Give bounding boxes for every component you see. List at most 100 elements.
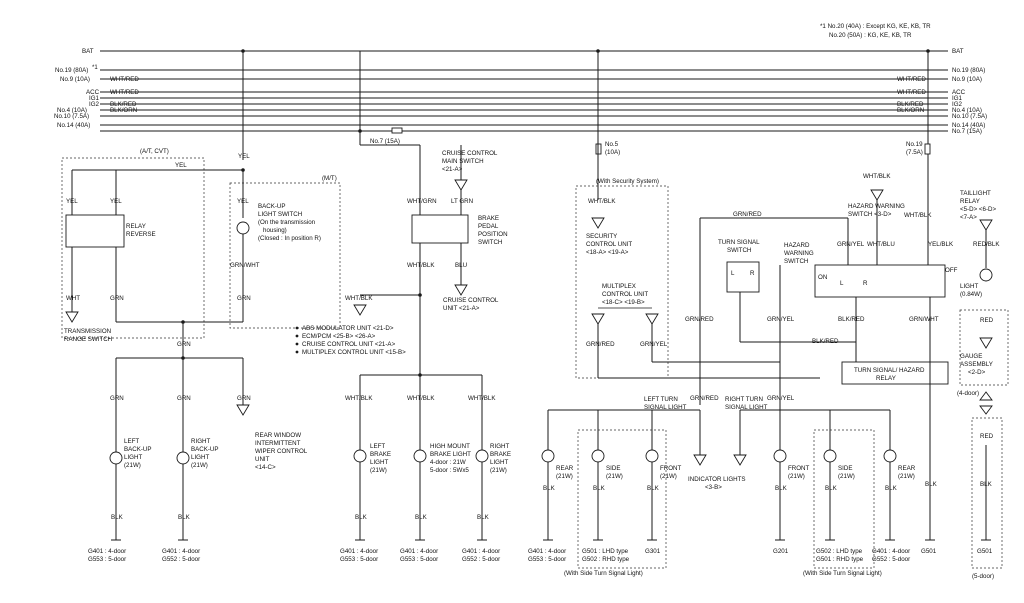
- wire-grn-j: GRN: [177, 341, 191, 348]
- backup-sw-label1: BACK-UP: [258, 203, 286, 210]
- right-bus-labels: BAT No.19 (80A) No.9 (10A) WHT/RED ACC W…: [897, 48, 987, 135]
- gauge-assembly-box: [959, 309, 1009, 386]
- relay-reverse: [65, 214, 125, 248]
- rear-wiper-connector: [236, 404, 250, 416]
- rt-side-watt: (21W): [838, 473, 855, 480]
- ground-lr-2: G553 : 5-door: [528, 556, 566, 563]
- backup-sw-label5: (Closed : In position R): [258, 235, 321, 242]
- bullet-1: ABS MODULATOR UNIT <21-D>: [302, 325, 394, 332]
- wire-yel-drop: YEL: [238, 153, 250, 160]
- wire-red-g: RED: [980, 317, 994, 324]
- high-mount-label2: BRAKE LIGHT: [430, 451, 471, 458]
- backup-sw-label2: LIGHT SWITCH: [258, 211, 302, 218]
- brake-pedal-label1: BRAKE: [478, 215, 499, 222]
- turn-sw-l: L: [731, 270, 735, 277]
- left-backup-label1: LEFT: [124, 438, 139, 445]
- ground-rr-2: G552 : 5-door: [872, 556, 910, 563]
- gauge-label2: ASSEMBLY: [960, 361, 993, 368]
- wire-wht-blk-rb: WHT/BLK: [468, 395, 496, 402]
- right-brake-watt: (21W): [490, 467, 507, 474]
- indicator-label1: INDICATOR LIGHTS: [688, 476, 746, 483]
- right-rear-turn-light: [883, 449, 897, 463]
- lt-rear-watt: (21W): [556, 473, 573, 480]
- svg-text:(7.5A): (7.5A): [906, 149, 923, 156]
- at-cvt-label: (A/T, CVT): [140, 148, 169, 155]
- power-buses: [100, 50, 948, 132]
- svg-text:No.7 (15A): No.7 (15A): [370, 138, 400, 145]
- ground-rf: G201: [773, 548, 789, 555]
- wire-wht-red-4: WHT/RED: [897, 89, 926, 96]
- turn-sw-r: R: [750, 270, 755, 277]
- relay-th-label1: TURN SIGNAL/ HAZARD: [854, 367, 925, 374]
- brake-pedal-label4: SWITCH: [478, 239, 502, 246]
- gauge-connector: [979, 337, 993, 349]
- hazard-r: R: [863, 280, 868, 287]
- bus-fuse4-left: No.4 (10A): [57, 107, 87, 114]
- hazard-warning-switch[interactable]: [814, 264, 946, 298]
- wire-blk-lf: BLK: [647, 485, 660, 492]
- fuse-no7: No.7 (15A): [358, 127, 403, 145]
- turn-signal-hazard-relay: [841, 361, 949, 385]
- ground-hm-2: G553 : 5-door: [400, 556, 438, 563]
- left-brake-watt: (21W): [370, 467, 387, 474]
- rt-rear-label: REAR: [898, 465, 916, 472]
- wire-yel-r: YEL: [110, 198, 122, 205]
- indicator-connector-r: [733, 454, 747, 466]
- bus-fuse19-right: No.19 (80A): [952, 67, 985, 74]
- bus-ig2-right: IG2: [952, 101, 963, 108]
- high-mount-label1: HIGH MOUNT: [430, 443, 470, 450]
- wire-blk-rb: BLK: [477, 514, 490, 521]
- bus-fuse9-right: No.9 (10A): [952, 76, 982, 83]
- wire-grn-yel-m: GRN/YEL: [640, 341, 668, 348]
- side-light-box-right: [813, 429, 875, 569]
- wire-grn-wht-bu: GRN/WHT: [230, 262, 260, 269]
- brake-pedal-label2: PEDAL: [478, 223, 499, 230]
- left-brake-light: [353, 449, 367, 463]
- wire-grn-tr: GRN: [110, 295, 124, 302]
- brake-pedal-label3: POSITION: [478, 231, 508, 238]
- wire-blk-rf: BLK: [775, 485, 788, 492]
- ground-lf: G301: [645, 548, 661, 555]
- security-label1: SECURITY: [586, 233, 617, 240]
- high-mount-label4: 5-door : 5Wx5: [430, 467, 469, 474]
- bus-fuse14-left: No.14 (40A): [57, 122, 90, 129]
- cruise-main-label1: CRUISE CONTROL: [442, 150, 498, 157]
- four-door-label: (4-door): [957, 390, 979, 397]
- wire-wht-red-2: WHT/RED: [110, 89, 139, 96]
- rear-wiper-label2: INTERMITTENT: [255, 440, 301, 447]
- ground-ls-1: G501 : LHD type: [582, 548, 629, 555]
- bus-acc-right: ACC: [952, 89, 966, 96]
- taillight-label2: RELAY: [960, 198, 980, 205]
- bus-bat-left: BAT: [82, 48, 94, 55]
- rear-wiper-label3: WIPER CONTROL: [255, 448, 308, 455]
- wire-blk-rs: BLK: [825, 485, 838, 492]
- wire-blk-red-1: BLK/RED: [110, 101, 137, 108]
- relay-reverse-label2: REVERSE: [126, 231, 156, 238]
- left-brake-label2: BRAKE: [370, 451, 391, 458]
- backup-light-switch: [236, 221, 250, 235]
- wire-blk-ls: BLK: [593, 485, 606, 492]
- security-label2: CONTROL UNIT: [586, 241, 632, 248]
- turn-signal-switch[interactable]: [726, 261, 760, 293]
- security-system-box: [575, 185, 669, 379]
- wire-wht-blu: WHT/BLU: [867, 241, 895, 248]
- wire-wht-red-1: WHT/RED: [110, 76, 139, 83]
- ground-rs-1: G502 : LHD type: [816, 548, 863, 555]
- right-turn-label2: SIGNAL LIGHT: [725, 404, 768, 411]
- relay-th-label2: RELAY: [876, 375, 896, 382]
- cruise-unit-label1: CRUISE CONTROL: [443, 297, 499, 304]
- wire-blk-rbu: BLK: [178, 514, 191, 521]
- gauge-label1: GAUGE: [960, 353, 982, 360]
- bus-fuse4-right: No.4 (10A): [952, 107, 982, 114]
- wire-grn-bu: GRN: [237, 295, 251, 302]
- bus-acc-left: ACC: [86, 89, 100, 96]
- indicator-connector-l: [693, 454, 707, 466]
- left-brake-label1: LEFT: [370, 443, 385, 450]
- bus-ig2-left: IG2: [89, 101, 100, 108]
- left-backup-label2: BACK-UP: [124, 446, 152, 453]
- multiplex-connector-r: [645, 313, 659, 325]
- right-backup-label1: RIGHT: [191, 438, 210, 445]
- security-unit-connector: [591, 217, 605, 229]
- bus-fuse10-left: No.10 (7.5A): [54, 113, 89, 120]
